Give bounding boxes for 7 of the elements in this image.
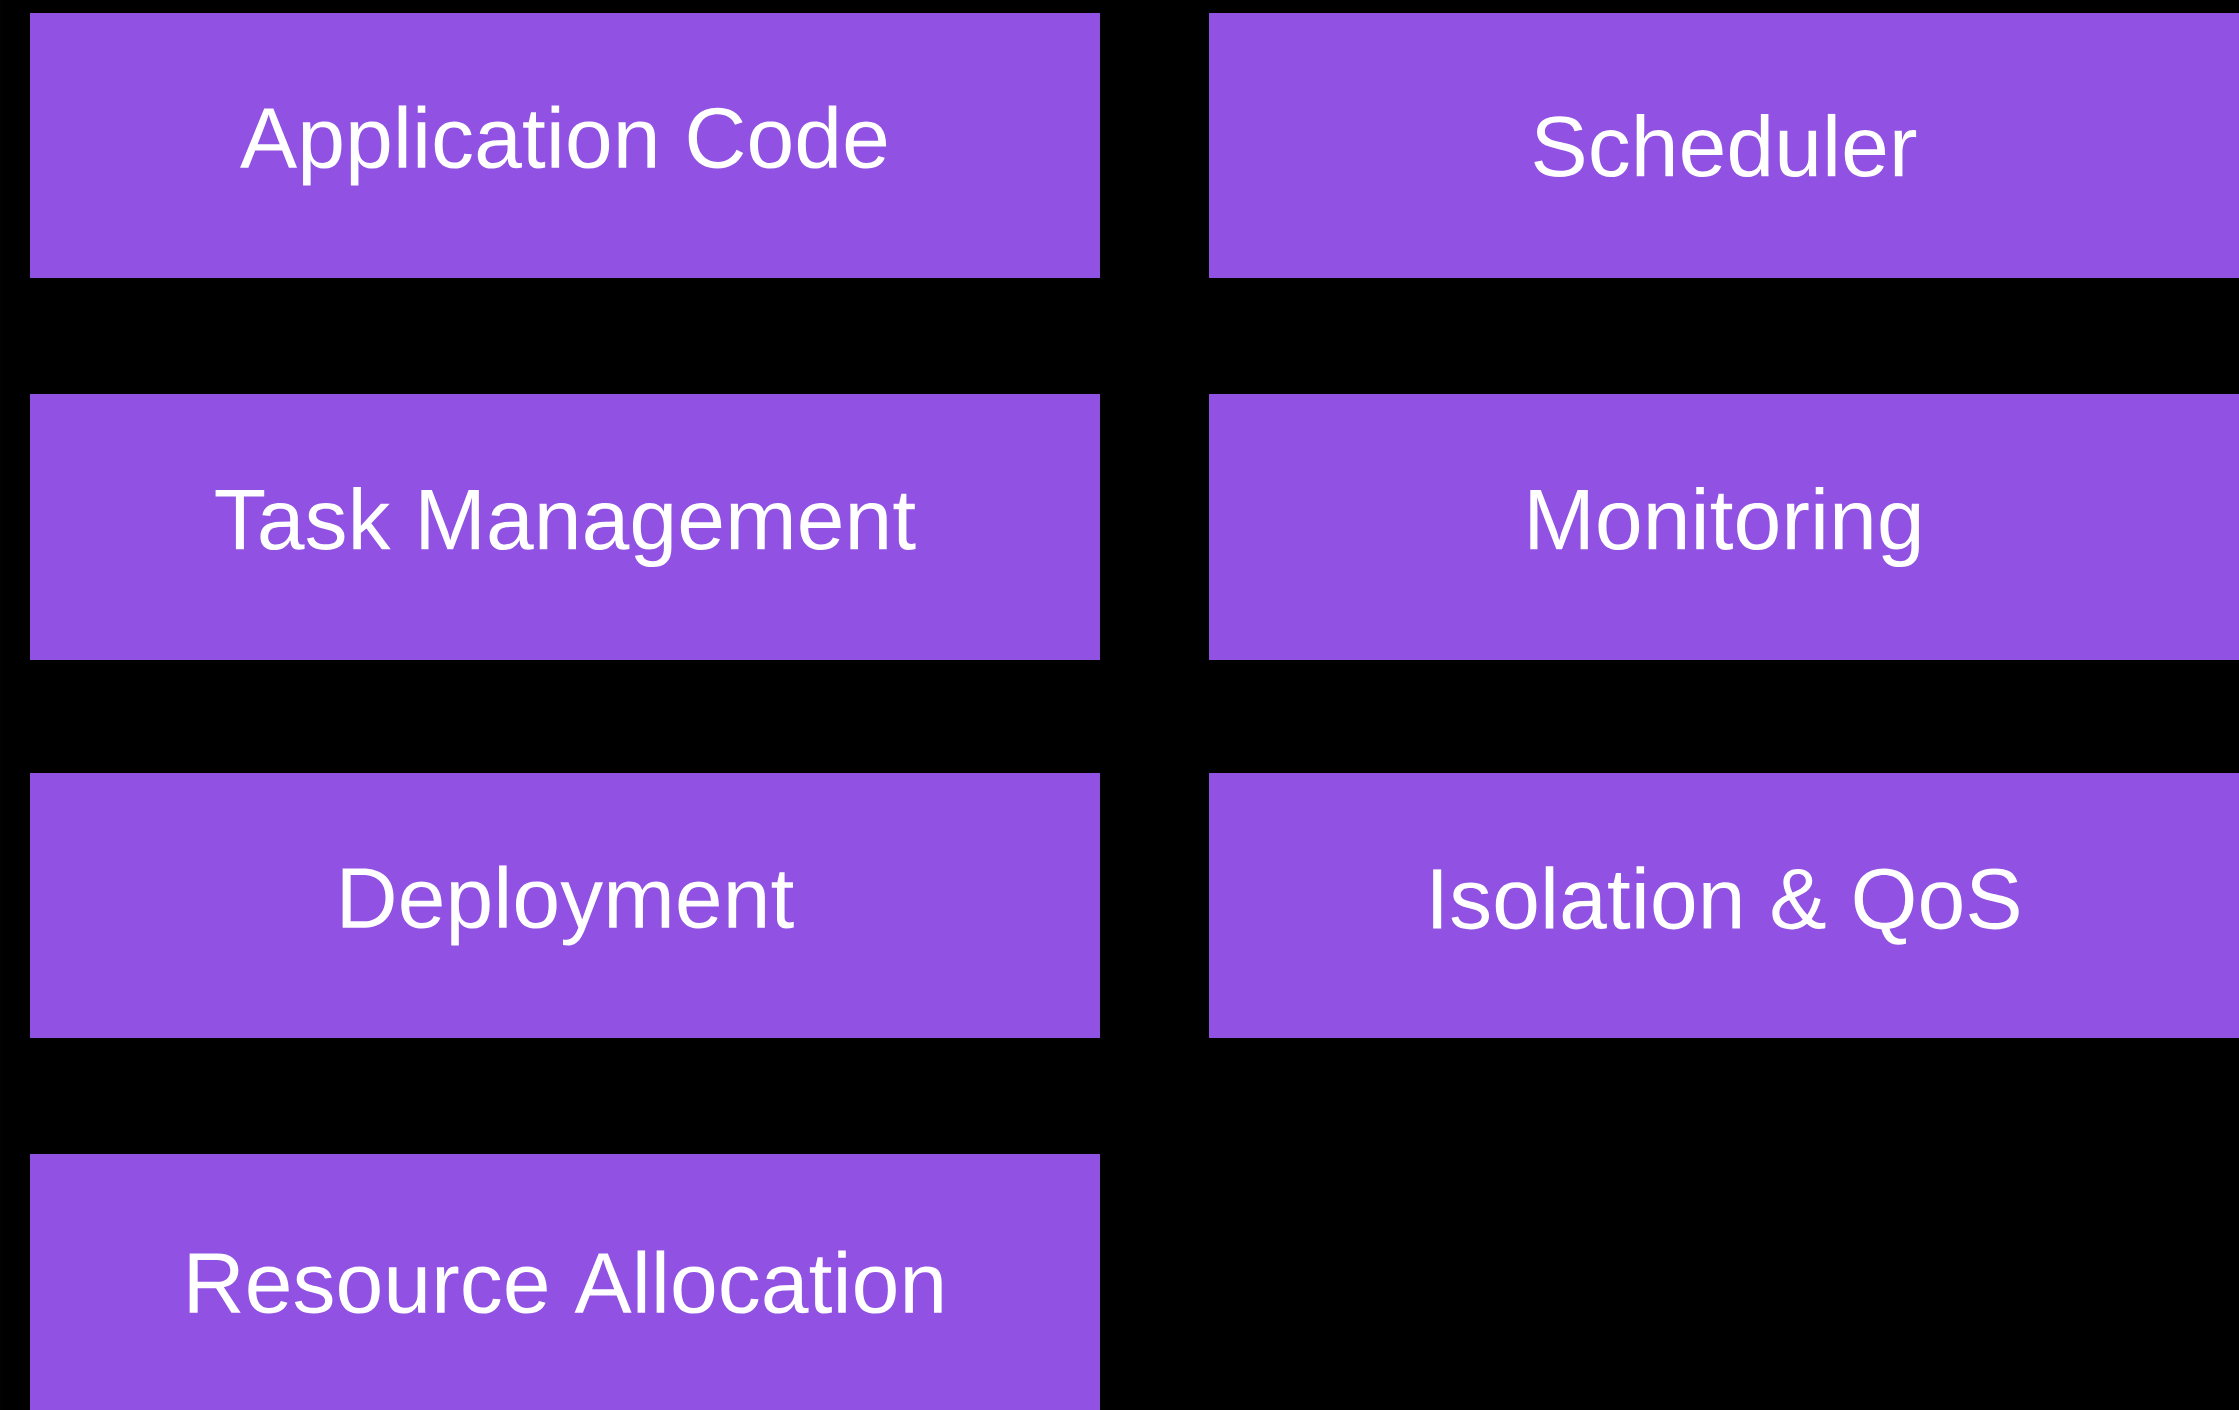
process-box: Application Code xyxy=(30,13,1100,278)
process-box: Monitoring xyxy=(1209,394,2239,660)
process-box: Task Management xyxy=(30,394,1100,660)
process-box: Isolation & QoS xyxy=(1209,773,2239,1038)
process-box: Deployment xyxy=(30,773,1100,1038)
process-box: Resource Allocation xyxy=(30,1154,1100,1410)
process-box: Scheduler xyxy=(1209,13,2239,278)
